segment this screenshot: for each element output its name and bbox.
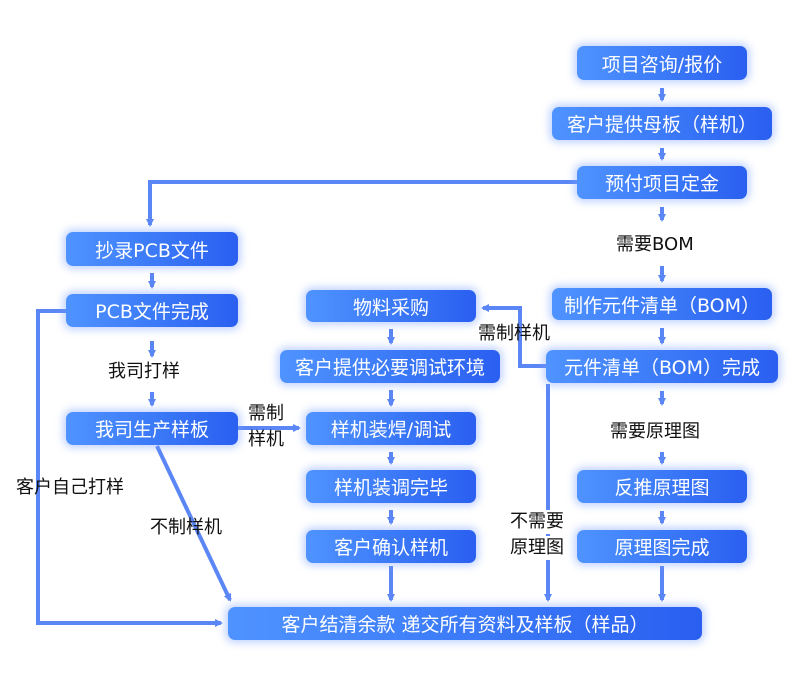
need-prototype-label-line1: 需制	[248, 403, 284, 424]
customer-proof-label: 客户自己打样	[16, 477, 124, 498]
purchase-box: 物料采购	[306, 290, 476, 322]
consult-box: 项目咨询/报价	[577, 46, 747, 80]
need-prototype-label-line2: 样机	[248, 429, 284, 450]
final-box: 客户结清余款 递交所有资料及样板（样品）	[228, 607, 702, 640]
copy-pcb-box: 抄录PCB文件	[66, 232, 238, 266]
deposit-box: 预付项目定金	[577, 166, 747, 199]
arrow	[36, 309, 223, 627]
arrow	[481, 304, 546, 368]
pcb-done-box: PCB文件完成	[66, 294, 238, 327]
bom-done-box: 元件清单（BOM）完成	[546, 350, 778, 383]
schematic-done-box: 原理图完成	[577, 530, 747, 563]
assemble-box: 样机装焊/调试	[306, 412, 476, 445]
mother-board-box: 客户提供母板（样机）	[552, 107, 772, 140]
our-board-box: 我司生产样板	[66, 412, 238, 445]
confirm-box: 客户确认样机	[306, 530, 476, 563]
no-schematic-label-line1: 不需要	[510, 510, 564, 534]
arrow	[155, 445, 232, 602]
no-schematic-label-line2: 原理图	[510, 536, 564, 560]
no-prototype-label: 不制样机	[150, 517, 222, 538]
reverse-schematic-box: 反推原理图	[577, 470, 747, 503]
need-prototype-label: 需制样机	[478, 323, 550, 344]
make-bom-box: 制作元件清单（BOM）	[552, 288, 772, 320]
debug-env-box: 客户提供必要调试环境	[280, 350, 500, 383]
assemble-done-box: 样机装调完毕	[306, 470, 476, 503]
we-proof-label: 我司打样	[108, 361, 180, 382]
need-bom-label: 需要BOM	[616, 234, 694, 255]
need-schematic-label: 需要原理图	[610, 421, 700, 442]
arrow	[146, 180, 577, 227]
